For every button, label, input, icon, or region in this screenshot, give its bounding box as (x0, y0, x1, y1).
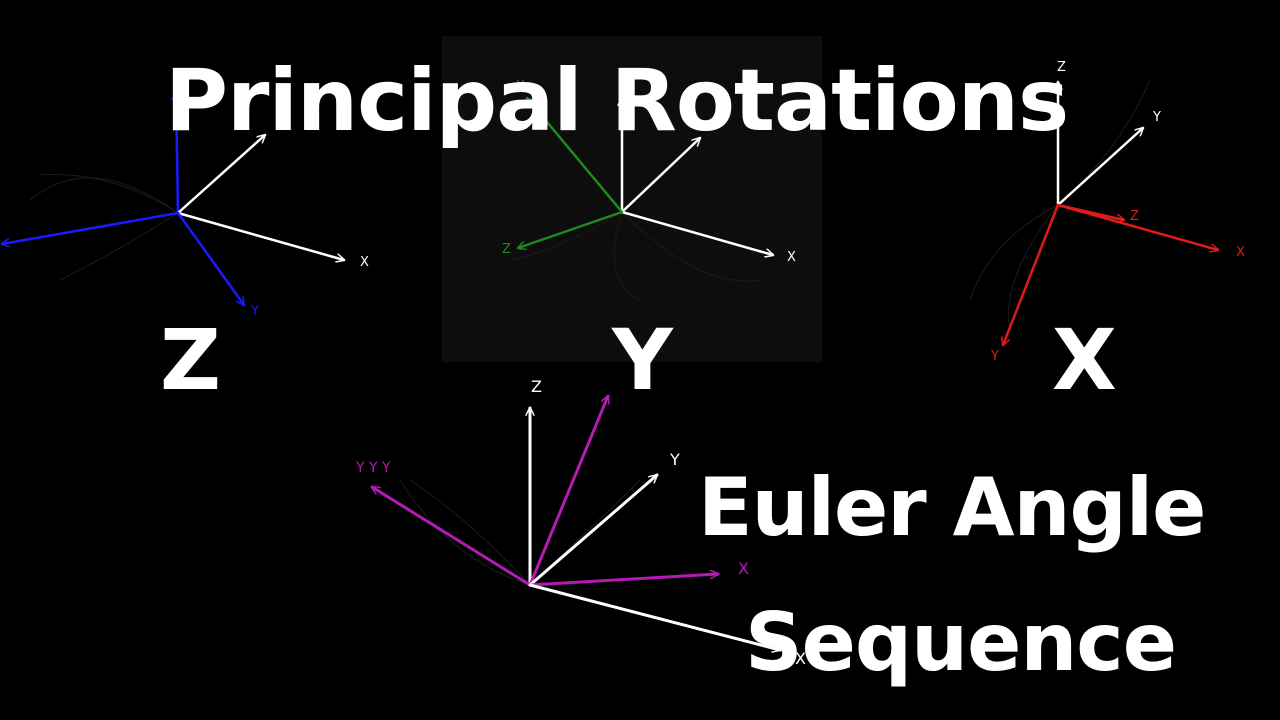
z-label: Z (531, 377, 542, 396)
y-axis-white (528, 475, 657, 587)
x-label-red: X (1236, 245, 1245, 260)
x-rotation-diagram: Z Y Z X Y (990, 60, 1245, 364)
z-axis-magenta (528, 396, 608, 587)
x-rotation-label: X (1052, 311, 1117, 409)
x-axis-white (528, 583, 780, 650)
z-label: Z (1057, 60, 1066, 75)
x-label: X (787, 250, 796, 265)
x-label: X (360, 255, 369, 270)
euler-title-line2: Sequence (745, 596, 1177, 689)
euler-title-line1: Euler Angle (698, 461, 1206, 554)
y-label-red: Y (990, 349, 999, 364)
x-label-magenta: X (738, 559, 749, 578)
z-rotation-diagram: X Y (2, 90, 369, 319)
z-label: Z (620, 78, 629, 93)
x-axis-red (1056, 203, 1218, 250)
y-axis-white (176, 135, 265, 215)
z-rotation-label: Z (160, 311, 221, 409)
x-axis-green (527, 98, 624, 214)
title: Principal Rotations (165, 51, 1069, 151)
x-axis-magenta (528, 574, 720, 587)
y-label: Y (1152, 110, 1161, 125)
y-axis-red (1003, 203, 1060, 345)
x-axis-white (176, 211, 344, 260)
y-axis-blue (176, 211, 244, 305)
z-label-green: Z (502, 242, 511, 257)
x-axis-blue (2, 211, 180, 244)
y-rotation-label: Y (612, 311, 673, 409)
y-label-blue: Y (250, 304, 259, 319)
y-label-magenta: Y Y Y (355, 460, 391, 476)
z-axis-blue (176, 90, 178, 215)
y-label: Y (669, 450, 680, 469)
x-axis-white (620, 210, 773, 255)
y-panel-background (442, 36, 822, 362)
y-axis-white (1056, 128, 1143, 207)
x-label: X (795, 649, 806, 668)
y-axis-white (620, 138, 700, 214)
z-axis-green (518, 210, 624, 248)
y-axis-magenta (372, 485, 532, 587)
z-label-red: Z (1130, 209, 1139, 224)
y-rotation-diagram: Z X X Z (502, 78, 796, 265)
euler-sequence-diagram: Z Y X Y Y Y X (355, 377, 806, 668)
x-label-green: X (516, 79, 525, 94)
